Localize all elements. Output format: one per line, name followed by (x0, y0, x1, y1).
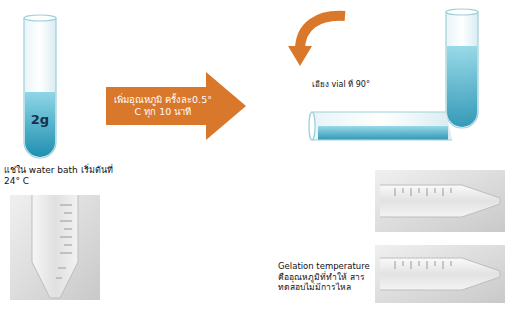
tube-photo (375, 170, 505, 232)
tube-shape (20, 12, 60, 164)
test-tube: 2g (20, 12, 60, 164)
rotate-arrow (288, 16, 345, 66)
note-label: แช่ใน water bath เริ่มต้นที่ 24° C (4, 165, 122, 188)
node-text: 2g (20, 112, 60, 127)
tilted-vial (309, 9, 478, 140)
tube-photo (10, 195, 100, 300)
note-label: Gelation temperature คืออุณหภูมิที่ทำให้… (278, 261, 373, 293)
node-text: เพิ่มอุณหภูมิ ครั้งละ0.5° C ทุก 10 นาที (110, 94, 216, 118)
block-arrow: เพิ่มอุณหภูมิ ครั้งละ0.5° C ทุก 10 นาที (106, 72, 246, 140)
tube-photo (375, 245, 505, 303)
note-label: เอียง vial ที่ 90° (312, 80, 402, 90)
